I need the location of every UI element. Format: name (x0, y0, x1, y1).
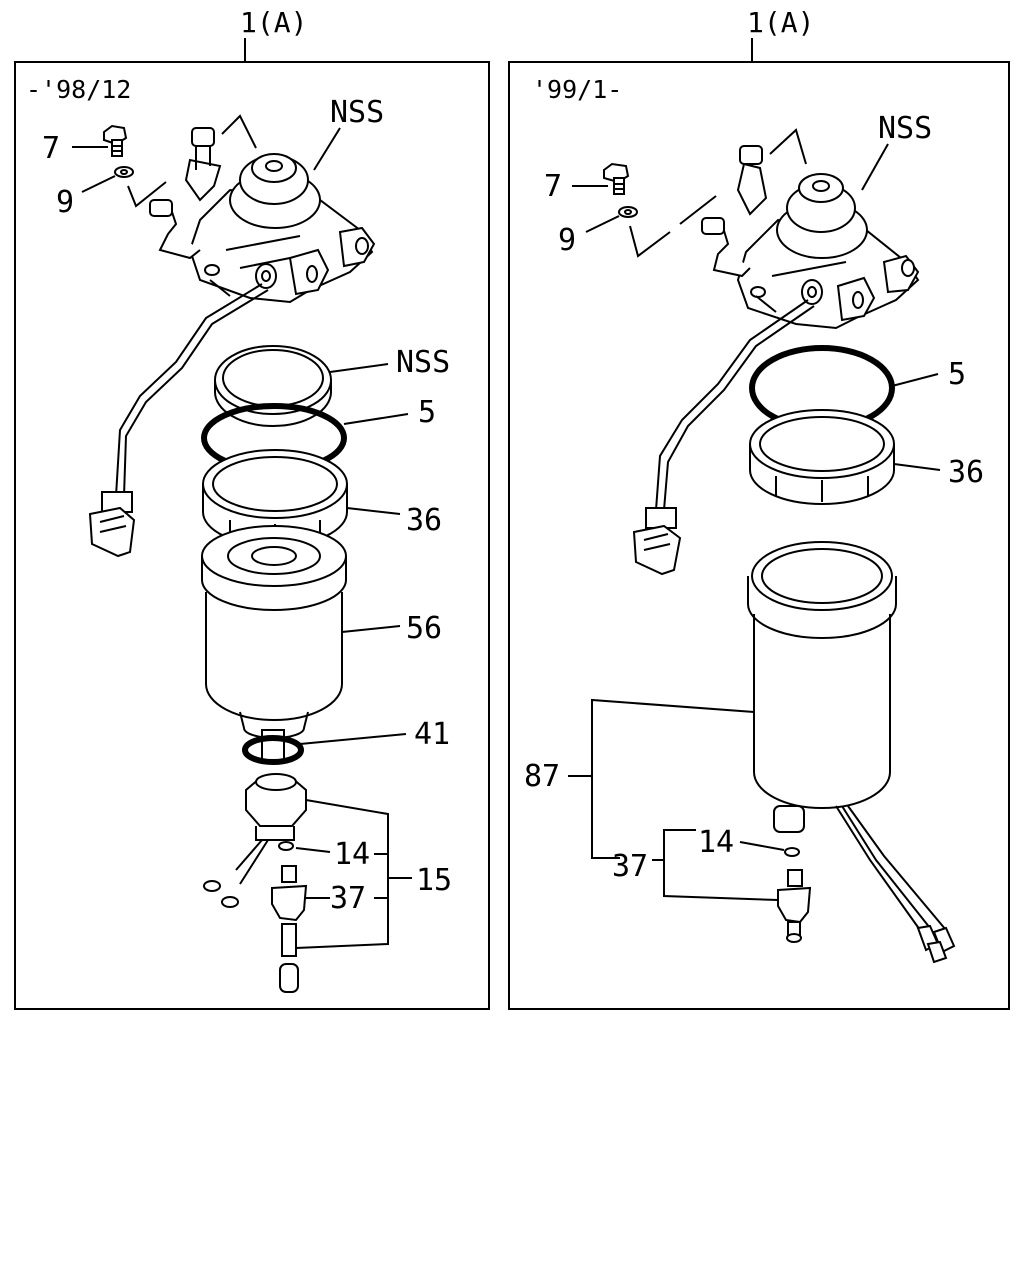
right-panel-header: 1(A) (747, 6, 814, 39)
right-label-14: 14 (698, 825, 734, 860)
left-filter-head (149, 127, 376, 304)
left-label-14: 14 (334, 837, 370, 872)
right-bowl-87 (747, 541, 956, 964)
right-sensor-wire (632, 295, 815, 576)
right-bracket-87 (591, 698, 755, 859)
left-panel: 1(A) -'98/12 7 9 (14, 6, 490, 1010)
right-panel-frame (508, 61, 1010, 1010)
left-label-37: 37 (330, 881, 366, 916)
left-label-nss-head: NSS (330, 95, 384, 130)
left-label-9: 9 (56, 185, 74, 220)
right-filter-head (701, 145, 920, 330)
left-filter-element-56 (201, 525, 347, 763)
right-date-range: '99/1- (532, 75, 622, 104)
left-panel-header: 1(A) (240, 6, 307, 39)
right-label-nss-head: NSS (878, 111, 932, 146)
left-panel-frame (14, 61, 490, 1010)
right-bolt-7 (603, 162, 630, 195)
left-label-41: 41 (414, 717, 450, 752)
left-label-5: 5 (418, 395, 436, 430)
left-label-56: 56 (406, 611, 442, 646)
left-washer-9 (114, 166, 134, 178)
left-label-7: 7 (42, 131, 60, 166)
right-drain-plug-37 (777, 847, 812, 943)
left-oring-41 (242, 735, 304, 765)
right-washer-9 (618, 206, 638, 218)
left-bracket-15 (295, 799, 389, 949)
right-label-5: 5 (948, 357, 966, 392)
left-drain-assembly (203, 773, 308, 993)
right-panel: 1(A) '99/1- 7 9 (508, 6, 1010, 1010)
left-date-range: -'98/12 (26, 75, 131, 104)
right-label-36: 36 (948, 455, 984, 490)
left-label-15: 15 (416, 863, 452, 898)
right-ring-nut-36 (749, 409, 895, 505)
left-sensor-wire (88, 279, 269, 558)
right-label-9: 9 (558, 223, 576, 258)
right-label-87: 87 (524, 759, 560, 794)
right-label-37: 37 (612, 849, 648, 884)
right-label-7: 7 (544, 169, 562, 204)
left-nss-ring (214, 345, 332, 427)
left-label-36: 36 (406, 503, 442, 538)
left-label-nss-ring: NSS (396, 345, 450, 380)
left-bolt-7 (103, 124, 128, 157)
